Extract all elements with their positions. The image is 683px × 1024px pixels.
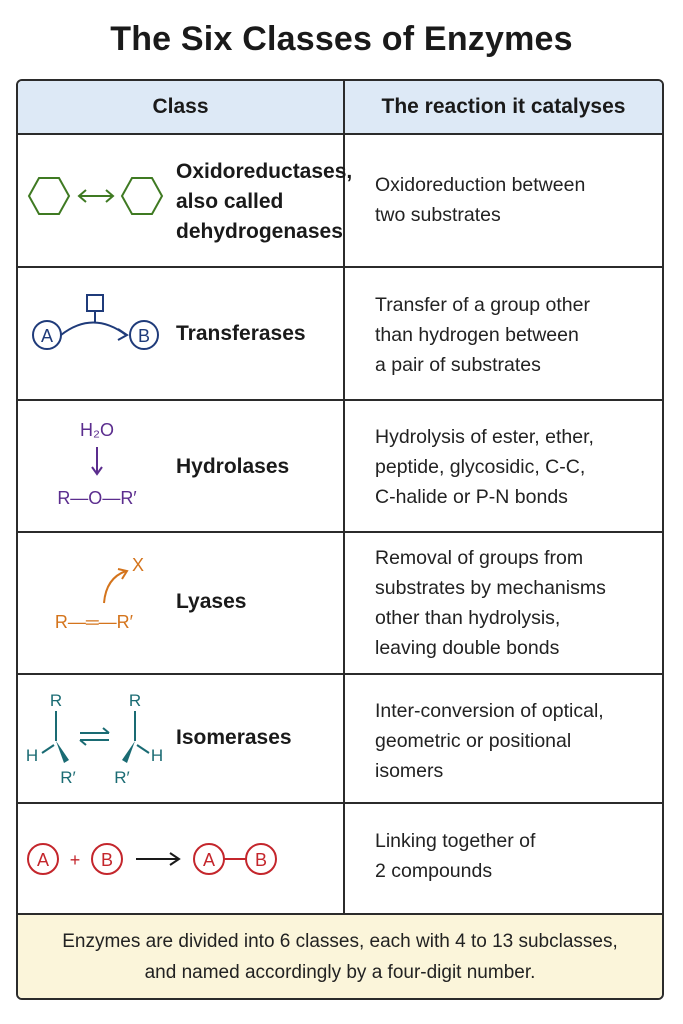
hexagon-exchange-icon	[27, 177, 164, 215]
footer-note: Enzymes are divided into 6 classes, each…	[18, 915, 662, 998]
isomer-equilibrium-icon: R H R′ R H R′	[26, 691, 163, 787]
class-reaction: Transfer of a group other than hydrogen …	[375, 294, 590, 376]
svg-text:H: H	[26, 746, 38, 765]
page-title: The Six Classes of Enzymes	[110, 20, 573, 58]
svg-text:R—═—R′: R—═—R′	[55, 612, 134, 632]
svg-text:A: A	[41, 326, 53, 346]
ligation-icon: A + B A B	[27, 843, 277, 875]
class-reaction: Inter-conversion of optical, geometric o…	[375, 700, 604, 782]
table-row-hydrolases: H₂O R—O—R′ Hydrolases Hydrolysis of este…	[18, 401, 662, 533]
table-row-lyases: X R—═—R′ Lyases Removal of groups from s…	[18, 533, 662, 675]
enzyme-class-table: Class The reaction it catalyses Oxidored…	[16, 79, 664, 1000]
class-reaction: Linking together of 2 compounds	[375, 830, 536, 882]
table-row-oxidoreductases: Oxidoreductases, also called dehydrogena…	[18, 133, 662, 268]
svg-text:H: H	[151, 746, 163, 765]
class-name: Lyases	[176, 590, 247, 613]
class-name: Oxidoreductases, also called dehydrogena…	[176, 160, 353, 243]
table-header: Class The reaction it catalyses	[18, 81, 662, 135]
header-class: Class	[152, 95, 209, 118]
table-row-ligases: A + B A B Linking together of 2 compound…	[18, 804, 662, 915]
table-row-isomerases: R H R′ R H R′ Isomerases Inter-co	[18, 675, 662, 804]
svg-text:B: B	[101, 850, 113, 870]
svg-text:R: R	[129, 691, 141, 710]
class-reaction: Removal of groups from substrates by mec…	[375, 547, 606, 659]
svg-text:X: X	[132, 555, 144, 575]
class-name: Isomerases	[176, 726, 292, 749]
class-reaction: Oxidoreduction between two substrates	[375, 174, 586, 226]
hydrolysis-icon: H₂O R—O—R′	[57, 420, 137, 508]
svg-text:H₂O: H₂O	[80, 420, 114, 440]
header-reaction: The reaction it catalyses	[381, 95, 626, 118]
class-name: Hydrolases	[176, 455, 290, 478]
svg-text:+: +	[70, 850, 81, 870]
svg-text:R: R	[50, 691, 62, 710]
class-name: Transferases	[176, 322, 306, 345]
class-reaction: Hydrolysis of ester, ether, peptide, gly…	[375, 426, 594, 508]
svg-text:R′: R′	[60, 768, 75, 787]
column-divider	[343, 81, 345, 915]
svg-text:R—O—R′: R—O—R′	[57, 488, 137, 508]
svg-text:A: A	[37, 850, 49, 870]
svg-text:B: B	[255, 850, 267, 870]
svg-text:R′: R′	[114, 768, 129, 787]
table-row-transferases: A B Transferases Transfer of a group oth…	[18, 268, 662, 401]
group-removal-icon: X R—═—R′	[55, 555, 144, 632]
group-transfer-icon: A B	[32, 294, 159, 350]
svg-text:A: A	[203, 850, 215, 870]
svg-text:B: B	[138, 326, 150, 346]
